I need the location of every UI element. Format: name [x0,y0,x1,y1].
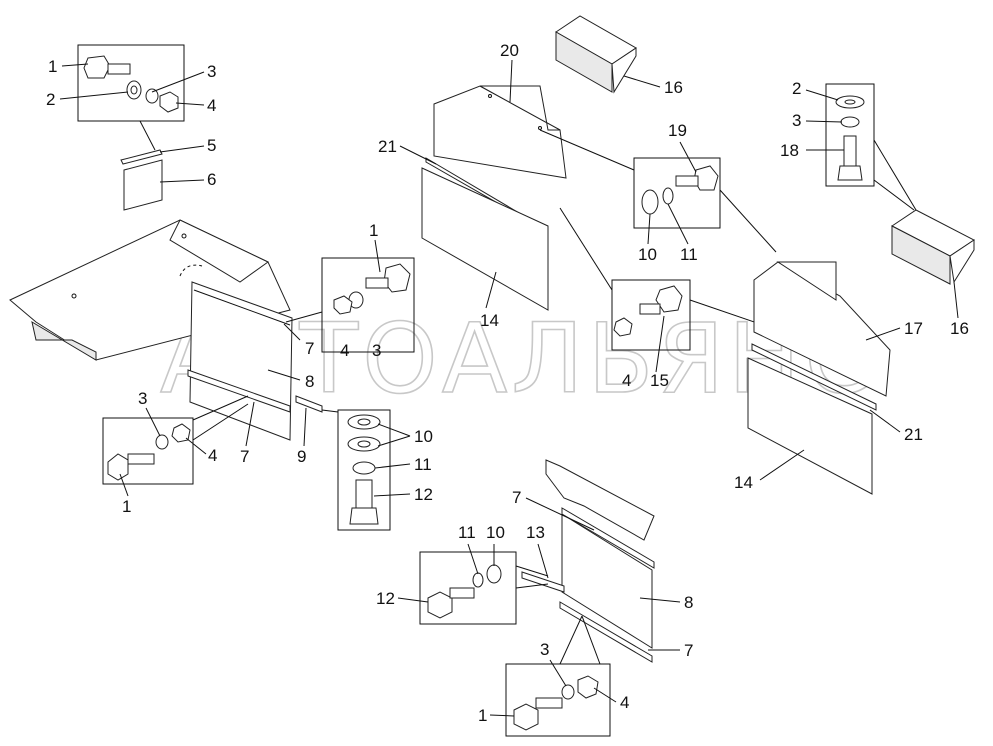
fastener-group-bottom-left [102,395,249,485]
callout-10: 10 [486,523,505,542]
callout-4: 4 [620,693,629,712]
fastener-group-right [825,83,917,211]
callout-1: 1 [48,57,57,76]
callout-3: 3 [792,111,801,130]
callout-10: 10 [638,245,657,264]
callout-3: 3 [540,640,549,659]
callout-18: 18 [780,141,799,160]
fastener-group-bottom-middle [419,551,549,625]
callout-2: 2 [46,90,55,109]
left-fender [9,219,293,441]
callout-4: 4 [340,341,349,360]
callout-7: 7 [684,641,693,660]
bottom-mudflap-assembly [521,459,655,663]
callout-7: 7 [305,339,314,358]
callout-12: 12 [414,485,433,504]
fastener-group-top-left [77,44,185,211]
callout-9: 9 [297,447,306,466]
callout-15: 15 [650,371,669,390]
callout-10: 10 [414,427,433,446]
callout-17: 17 [904,319,923,338]
callout-4: 4 [622,371,631,390]
mudguard-flap-14-right [747,343,877,495]
callout-6: 6 [207,170,216,189]
callout-1: 1 [122,497,131,516]
callout-13: 13 [526,523,545,542]
callout-11: 11 [458,523,476,542]
bracket-17 [753,261,891,397]
callout-3: 3 [138,389,147,408]
fastener-group-bottom [505,615,611,737]
fastener-group-middle [539,129,777,253]
fastener-group-lower-middle [559,207,767,351]
callout-1: 1 [369,221,378,240]
bracket-16-right [891,209,975,285]
callout-2: 2 [792,79,801,98]
callout-14: 14 [480,311,499,330]
fastener-group-washers [337,409,391,531]
callout-4: 4 [207,96,216,115]
callout-4: 4 [208,446,217,465]
callout-21: 21 [904,425,923,444]
callout-1: 1 [478,706,487,725]
callout-3: 3 [207,62,216,81]
callout-16: 16 [664,78,683,97]
callout-20: 20 [500,41,519,60]
fastener-group-center [321,257,415,353]
callout-8: 8 [684,593,693,612]
bracket-20 [433,85,567,179]
callout-12: 12 [376,589,395,608]
callout-5: 5 [207,136,216,155]
callout-19: 19 [668,121,687,140]
callout-3: 3 [372,341,381,360]
callout-7: 7 [240,447,249,466]
callout-7: 7 [512,488,521,507]
callout-8: 8 [305,372,314,391]
callout-11: 11 [414,455,432,474]
bracket-16-top [555,15,637,94]
callout-16: 16 [950,319,969,338]
callout-14: 14 [734,473,753,492]
mudguard-flap-14-center [421,157,549,311]
callout-21: 21 [378,137,397,156]
callout-11: 11 [680,245,698,264]
